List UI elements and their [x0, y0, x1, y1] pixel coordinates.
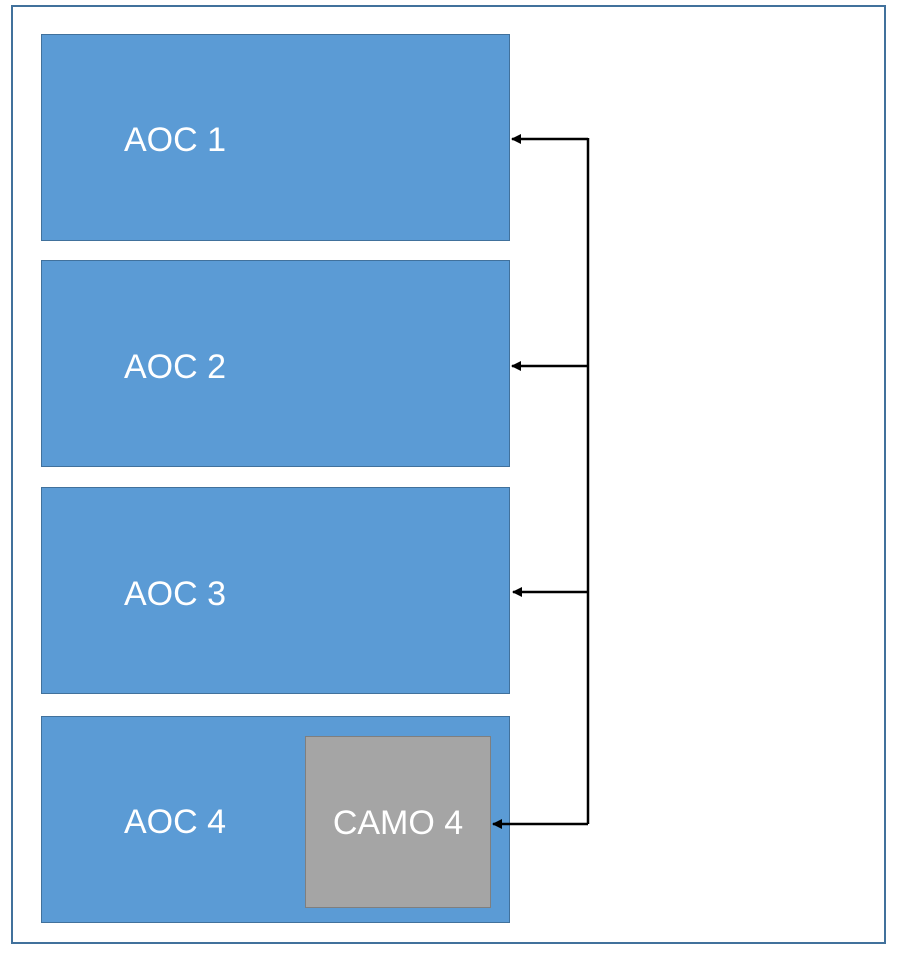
camo-4-box: CAMO 4 [305, 736, 491, 908]
aoc-1-box: AOC 1 [41, 34, 510, 241]
aoc-2-box: AOC 2 [41, 260, 510, 467]
aoc-4-label: AOC 4 [124, 803, 227, 841]
aoc-3-box: AOC 3 [41, 487, 510, 694]
aoc-2-label: AOC 2 [124, 348, 227, 386]
aoc-1-label: AOC 1 [124, 121, 227, 159]
aoc-3-label: AOC 3 [124, 575, 227, 613]
camo-4-label: CAMO 4 [332, 804, 464, 842]
